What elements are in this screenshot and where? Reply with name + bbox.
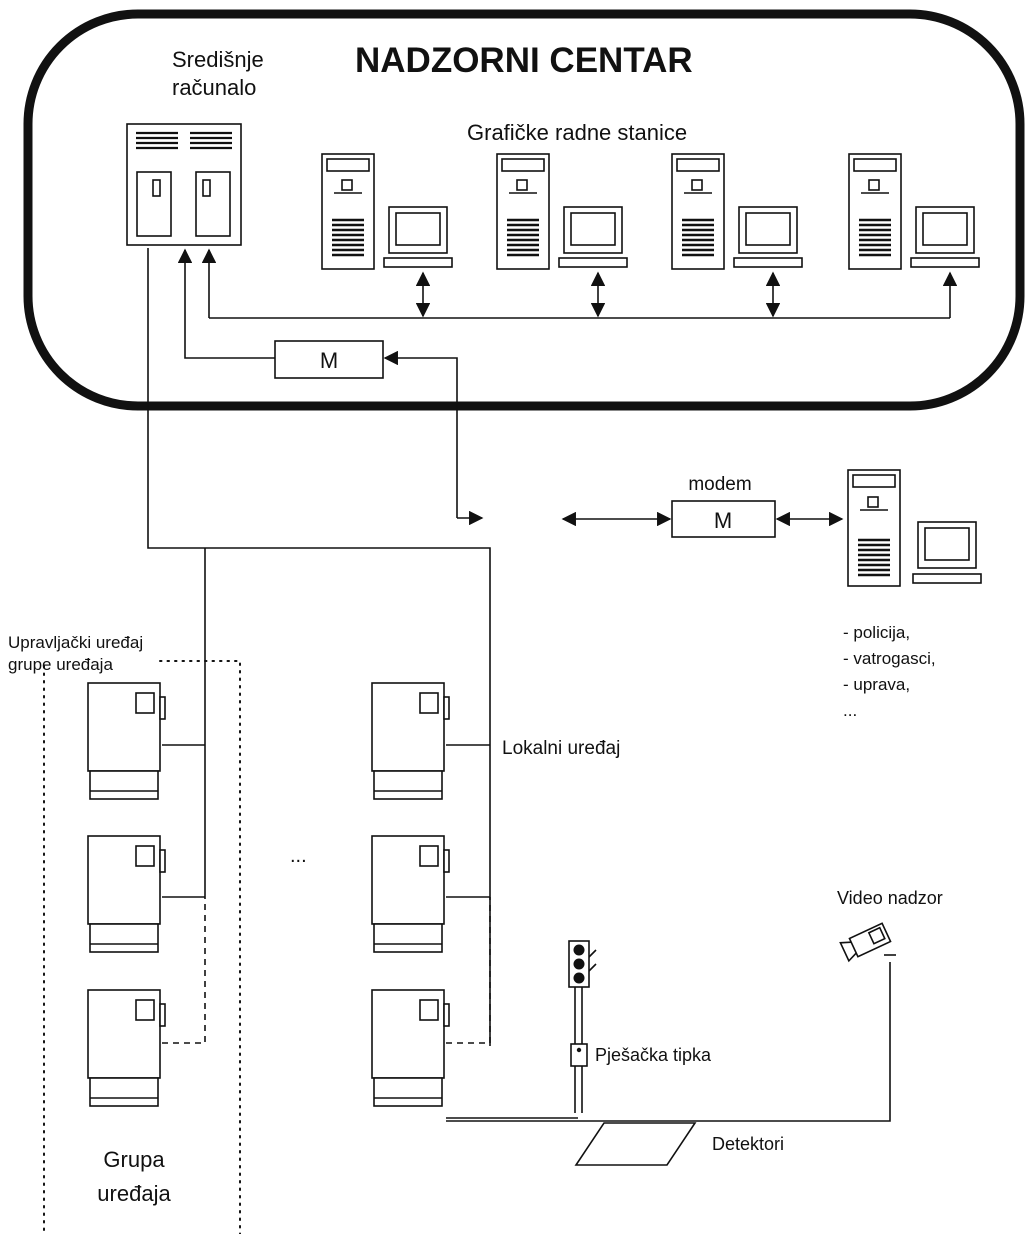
- controller-cabinets: [87, 682, 450, 1107]
- detectors-label: Detektori: [712, 1134, 784, 1154]
- local-device-cabinet-2: [371, 835, 450, 953]
- traffic-light: [568, 940, 597, 1113]
- devices-ellipsis: ...: [290, 845, 307, 867]
- external-user-more: ...: [843, 701, 857, 720]
- workstations-label: Grafičke radne stanice: [467, 120, 687, 145]
- graphic-workstations: [321, 153, 980, 270]
- workstation-4: [848, 153, 980, 270]
- external-user-1: - policija,: [843, 623, 910, 642]
- pedestrian-button-label: Pješačka tipka: [595, 1045, 712, 1065]
- video-surveillance-label: Video nadzor: [837, 888, 943, 908]
- inner-modem: M: [274, 340, 384, 379]
- central-computer-label-line2: računalo: [172, 75, 256, 100]
- group-controller-cabinet: [87, 682, 166, 800]
- workstation-3: [671, 153, 803, 270]
- external-modem: M: [671, 500, 776, 538]
- external-user-3: - uprava,: [843, 675, 910, 694]
- external-user-pc: [847, 469, 982, 587]
- local-device-cabinet-1: [371, 682, 450, 800]
- workstation-2: [496, 153, 628, 270]
- detector-loop: [574, 1122, 697, 1166]
- group-label-line1: Grupa: [103, 1147, 165, 1172]
- workstation-1: [321, 153, 453, 270]
- external-modem-label: M: [714, 508, 732, 533]
- central-computer: [126, 123, 242, 246]
- controller-cabinet-2: [87, 835, 166, 953]
- group-controller-label-line2: grupe uređaja: [8, 655, 113, 674]
- group-label-line2: uređaja: [97, 1181, 171, 1206]
- local-device-cabinet-3: [371, 989, 450, 1107]
- control-center-title: NADZORNI CENTAR: [355, 41, 693, 80]
- local-device-label: Lokalni uređaj: [502, 738, 620, 759]
- external-user-2: - vatrogasci,: [843, 649, 936, 668]
- controller-cabinet-3: [87, 989, 166, 1107]
- group-controller-label-line1: Upravljački uređaj: [8, 633, 143, 652]
- external-modem-caption: modem: [688, 474, 751, 495]
- video-camera-icon: [839, 922, 896, 963]
- control-center-frame: [23, 9, 1025, 411]
- inner-modem-label: M: [320, 348, 338, 373]
- central-computer-label-line1: Središnje: [172, 47, 264, 72]
